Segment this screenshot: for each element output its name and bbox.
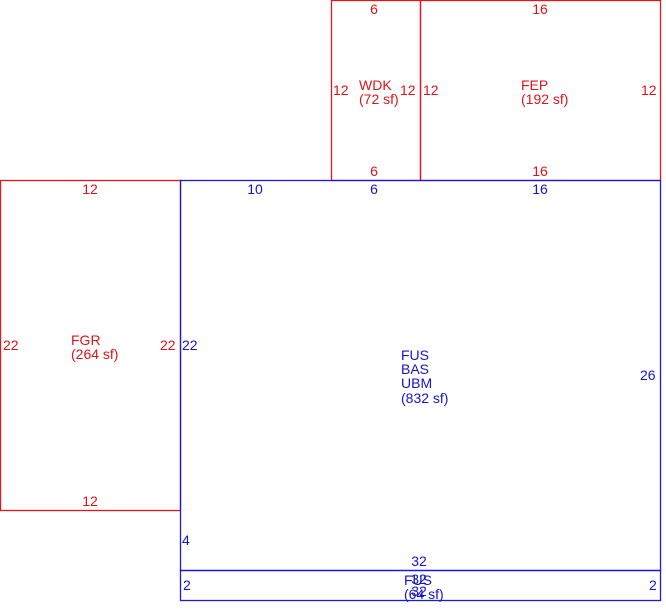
main-left-dimension: 22 bbox=[182, 337, 198, 353]
wdk-top-dimension: 6 bbox=[370, 1, 378, 17]
fgr-area: 12 12 22 22 FGR (264 sf) bbox=[3, 181, 176, 509]
fus-strip-bottom-dimension: 32 bbox=[411, 583, 427, 599]
main-living-area: 10 6 16 22 4 26 32 FUS BAS UBM (832 sf) bbox=[182, 181, 656, 569]
fus-strip-top-dimension: 32 bbox=[411, 571, 427, 587]
fep-area: 16 16 12 12 FEP (192 sf) bbox=[423, 1, 657, 179]
main-top-left-dimension: 10 bbox=[247, 181, 263, 197]
fep-top-dimension: 16 bbox=[532, 1, 548, 17]
main-code-label-3: UBM bbox=[401, 375, 432, 391]
fep-area-label: (192 sf) bbox=[521, 91, 568, 107]
fus-strip-outline bbox=[179, 569, 662, 602]
fgr-code-label: FGR bbox=[71, 332, 101, 348]
fus-strip-left-dimension: 2 bbox=[183, 577, 191, 593]
main-top-right-dimension: 16 bbox=[532, 181, 548, 197]
fep-bottom-dimension: 16 bbox=[532, 163, 548, 179]
main-right-dimension: 26 bbox=[640, 367, 656, 383]
main-area-label: (832 sf) bbox=[401, 390, 448, 406]
fgr-right-dimension: 22 bbox=[160, 337, 176, 353]
fep-right-dimension: 12 bbox=[641, 82, 657, 98]
main-code-label-1: FUS bbox=[401, 347, 429, 363]
fus-strip-area-label: (64 sf) bbox=[404, 586, 444, 602]
main-left-lower-dimension: 4 bbox=[182, 532, 190, 548]
fus-strip-area: 2 2 FUS 32 32 (64 sf) bbox=[183, 571, 657, 602]
fus-strip-code-label: FUS bbox=[404, 572, 432, 588]
wdk-bottom-dimension: 6 bbox=[370, 163, 378, 179]
wdk-left-dimension: 12 bbox=[333, 82, 349, 98]
fus-strip-right-dimension: 2 bbox=[649, 577, 657, 593]
wdk-right-dimension: 12 bbox=[400, 82, 416, 98]
fgr-bottom-dimension: 12 bbox=[82, 493, 98, 509]
wdk-code-label: WDK bbox=[359, 77, 392, 93]
wdk-area: 6 6 12 12 WDK (72 sf) bbox=[333, 1, 416, 179]
wdk-area-label: (72 sf) bbox=[359, 91, 399, 107]
fep-code-label: FEP bbox=[521, 77, 548, 93]
fgr-area-label: (264 sf) bbox=[71, 346, 118, 362]
fgr-left-dimension: 22 bbox=[3, 337, 19, 353]
fgr-top-dimension: 12 bbox=[82, 181, 98, 197]
main-top-mid-dimension: 6 bbox=[370, 181, 378, 197]
fep-left-dimension: 12 bbox=[423, 82, 439, 98]
main-bottom-dimension: 32 bbox=[411, 553, 427, 569]
main-code-label-2: BAS bbox=[401, 361, 429, 377]
